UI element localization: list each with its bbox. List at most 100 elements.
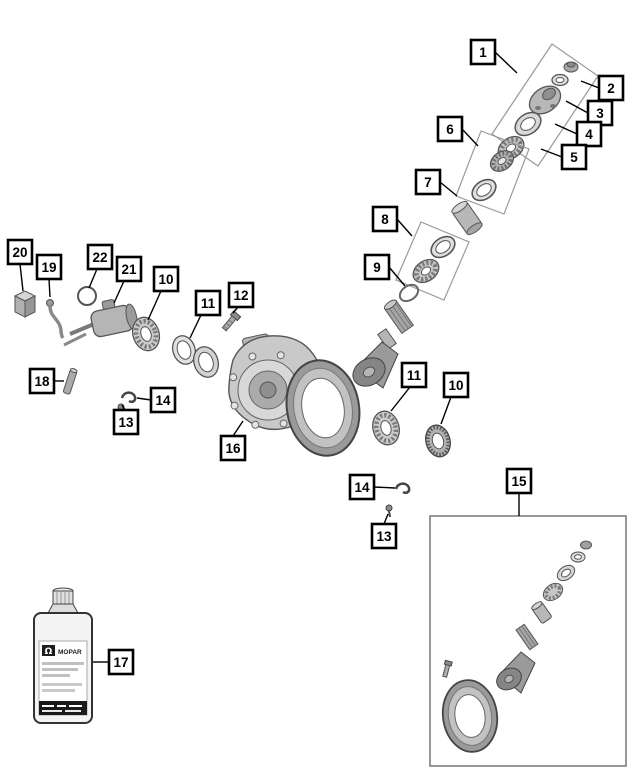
callout-number-11: 11 [407, 368, 422, 383]
callout-number-11: 11 [201, 296, 216, 311]
callout-box-2[interactable] [597, 74, 625, 102]
callout-number-17: 17 [113, 655, 128, 670]
callout-1[interactable]: 1 [469, 38, 497, 66]
callout-box-9[interactable] [363, 253, 391, 281]
callout-13[interactable]: 13 [370, 522, 398, 550]
callout-box-15[interactable] [505, 467, 533, 495]
leader-line-16 [232, 420, 244, 437]
callout-6[interactable]: 6 [436, 115, 464, 143]
callout-number-22: 22 [92, 250, 107, 265]
callout-box-19[interactable] [35, 253, 63, 281]
retainer-clip-left [120, 391, 137, 404]
mopar-logo-icon [42, 645, 55, 656]
retainer-clip-right [394, 482, 411, 495]
callout-box-20[interactable] [6, 238, 34, 266]
o-ring [77, 286, 97, 306]
callout-7[interactable]: 7 [414, 168, 442, 196]
callout-number-7: 7 [424, 175, 432, 190]
callout-number-16: 16 [225, 441, 241, 456]
leader-line-14 [373, 486, 396, 489]
inner-bearing-race [430, 235, 456, 259]
differential-bearing-left [131, 316, 161, 352]
ring-and-pinion-kit [429, 515, 627, 767]
leader-line-22 [88, 268, 98, 289]
axle-actuator [63, 299, 138, 347]
retainer-screw-right [385, 504, 393, 518]
callout-number-4: 4 [585, 127, 593, 142]
leader-line-13 [383, 513, 389, 525]
callout-box-13[interactable] [370, 522, 398, 550]
pinion-washer [551, 73, 569, 87]
callout-box-11[interactable] [194, 289, 222, 317]
callout-8[interactable]: 8 [371, 205, 399, 233]
callout-number-5: 5 [570, 150, 578, 165]
leader-line-11 [189, 314, 202, 339]
callout-number-2: 2 [607, 81, 615, 96]
leader-line-9 [388, 266, 406, 287]
leader-line-21 [113, 280, 125, 304]
callout-box-11[interactable] [400, 361, 428, 389]
callout-box-22[interactable] [86, 243, 114, 271]
leader-line-7 [439, 181, 458, 197]
callout-22[interactable]: 22 [86, 243, 114, 271]
leader-line-6 [461, 128, 479, 147]
leader-line-3 [565, 100, 589, 114]
callout-number-10: 10 [158, 272, 173, 287]
leader-line-10 [147, 290, 162, 321]
callout-box-7[interactable] [414, 168, 442, 196]
callout-box-5[interactable] [560, 143, 588, 171]
callout-box-8[interactable] [371, 205, 399, 233]
callout-5[interactable]: 5 [560, 143, 588, 171]
ring-gear [285, 359, 361, 457]
callout-box-17[interactable] [107, 648, 135, 676]
callout-box-1[interactable] [469, 38, 497, 66]
callout-11[interactable]: 11 [400, 361, 428, 389]
callout-number-1: 1 [479, 45, 487, 60]
pinion-nut [563, 61, 579, 73]
callout-box-6[interactable] [436, 115, 464, 143]
callout-10[interactable]: 10 [152, 265, 180, 293]
callout-box-16[interactable] [219, 434, 247, 462]
callout-19[interactable]: 19 [35, 253, 63, 281]
leader-line-10 [440, 396, 452, 425]
callout-box-10[interactable] [442, 371, 470, 399]
pinion-shim [398, 283, 420, 303]
callout-box-4[interactable] [575, 120, 603, 148]
pinion-bearing-race [471, 178, 497, 202]
callout-box-14[interactable] [149, 386, 177, 414]
callout-box-18[interactable] [28, 367, 56, 395]
callout-20[interactable]: 20 [6, 238, 34, 266]
callout-18[interactable]: 18 [28, 367, 56, 395]
bearing-cup-right [372, 410, 400, 446]
callout-box-21[interactable] [115, 255, 143, 283]
callout-box-13[interactable] [112, 408, 140, 436]
callout-box-10[interactable] [152, 265, 180, 293]
leader-line-20 [19, 263, 24, 292]
callout-number-15: 15 [511, 474, 527, 489]
leader-line-1 [494, 51, 518, 74]
callout-15[interactable]: 15 [505, 467, 533, 495]
callout-21[interactable]: 21 [115, 255, 143, 283]
leader-line-14 [136, 397, 152, 401]
exploded-parts-illustration: Ω MOPAR [13, 43, 627, 767]
callout-2[interactable]: 2 [597, 74, 625, 102]
callout-9[interactable]: 9 [363, 253, 391, 281]
bearing-cups-left [171, 335, 220, 378]
callout-10[interactable]: 10 [442, 371, 470, 399]
callout-17[interactable]: 17 [107, 648, 135, 676]
callout-box-12[interactable] [227, 281, 255, 309]
callout-number-14: 14 [155, 393, 171, 408]
callout-13[interactable]: 13 [112, 408, 140, 436]
leader-line-4 [554, 123, 578, 135]
collapsible-spacer [451, 200, 483, 236]
callout-16[interactable]: 16 [219, 434, 247, 462]
callout-4[interactable]: 4 [575, 120, 603, 148]
callout-14[interactable]: 14 [348, 473, 376, 501]
leader-line-19 [48, 278, 51, 298]
callout-11[interactable]: 11 [194, 289, 222, 317]
bearing-kit-group-outline [455, 130, 530, 215]
callout-12[interactable]: 12 [227, 281, 255, 309]
callout-14[interactable]: 14 [149, 386, 177, 414]
callout-box-14[interactable] [348, 473, 376, 501]
